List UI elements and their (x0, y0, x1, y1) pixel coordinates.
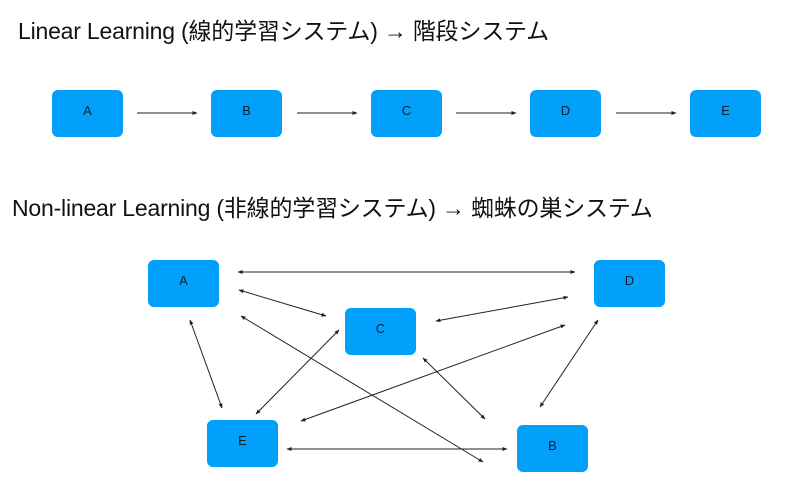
nonlinear-node-e: E (207, 420, 278, 467)
edge-c-d (435, 295, 569, 323)
edge-d-b (539, 319, 599, 408)
edge-a-c (238, 289, 327, 317)
edge-c-b (422, 357, 486, 420)
linear-node-d: D (530, 90, 601, 137)
edge-c-e (255, 329, 340, 415)
edge-a-e (189, 319, 223, 409)
nonlinear-edges (189, 270, 599, 463)
linear-node-c: C (371, 90, 442, 137)
nonlinear-node-c: C (345, 308, 416, 355)
linear-node-e: E (690, 90, 761, 137)
nonlinear-learning-title: Non-linear Learning (非線的学習システム) → 蜘蛛の巣シス… (12, 195, 653, 221)
linear-node-a: A (52, 90, 123, 137)
linear-learning-title: Linear Learning (線的学習システム) → 階段システム (18, 18, 549, 44)
nonlinear-node-a: A (148, 260, 219, 307)
nonlinear-node-b: B (517, 425, 588, 472)
nonlinear-node-d: D (594, 260, 665, 307)
linear-node-b: B (211, 90, 282, 137)
edge-d-e (300, 324, 566, 422)
